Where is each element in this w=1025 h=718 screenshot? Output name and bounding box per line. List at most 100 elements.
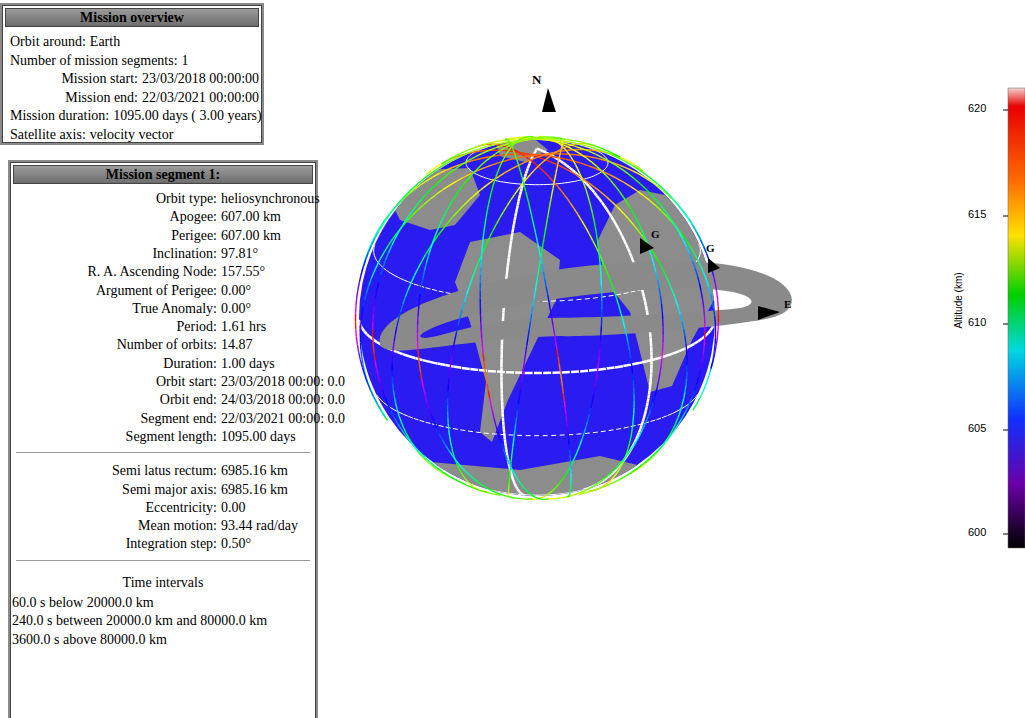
globe-stroke bbox=[586, 189, 588, 195]
globe-stroke bbox=[564, 401, 566, 408]
globe-stroke bbox=[704, 315, 706, 323]
globe-stroke bbox=[438, 364, 446, 366]
globe-stroke bbox=[630, 253, 632, 257]
globe-stroke bbox=[543, 272, 544, 280]
field-label: Satellite axis: bbox=[10, 126, 86, 143]
field-label: Duration: bbox=[163, 355, 217, 372]
globe-stroke bbox=[618, 207, 624, 213]
globe-stroke bbox=[487, 205, 488, 211]
globe-stroke bbox=[594, 187, 600, 192]
globe-stroke bbox=[475, 173, 477, 174]
globe-stroke bbox=[699, 246, 701, 249]
globe-stroke bbox=[588, 195, 590, 201]
globe-stroke bbox=[506, 267, 509, 272]
globe-stroke bbox=[631, 426, 633, 432]
globe-stroke bbox=[530, 171, 534, 175]
globe-stroke bbox=[497, 491, 500, 493]
globe-stroke bbox=[434, 235, 439, 241]
globe-stroke bbox=[589, 147, 597, 149]
globe-stroke bbox=[575, 451, 577, 456]
globe-stroke bbox=[662, 207, 667, 213]
globe-stroke bbox=[558, 157, 560, 161]
globe-stroke bbox=[552, 189, 553, 195]
globe-stroke bbox=[458, 318, 460, 326]
globe-stroke bbox=[470, 155, 471, 156]
globe-stroke bbox=[565, 182, 568, 183]
globe-stroke bbox=[502, 422, 505, 426]
globe-stroke bbox=[401, 422, 403, 428]
globe-stroke bbox=[597, 166, 602, 170]
globe-stroke bbox=[468, 482, 471, 485]
info-panel: Mission segment 1:Orbit type:heliosynchr… bbox=[8, 160, 318, 718]
globe-stroke bbox=[470, 369, 479, 370]
globe-stroke bbox=[475, 190, 481, 195]
globe-stroke bbox=[660, 264, 664, 271]
globe-stroke bbox=[598, 248, 600, 255]
globe-stroke bbox=[696, 394, 698, 397]
globe-stroke bbox=[568, 496, 570, 498]
globe-stroke bbox=[523, 487, 525, 490]
globe-stroke bbox=[485, 165, 493, 168]
globe-stroke bbox=[606, 175, 611, 180]
globe-stroke bbox=[698, 244, 700, 247]
globe-stroke bbox=[517, 404, 519, 411]
globe-stroke bbox=[511, 150, 518, 152]
globe-stroke bbox=[558, 482, 561, 485]
globe-stroke bbox=[506, 262, 509, 266]
globe-stroke bbox=[448, 430, 450, 436]
globe-stroke bbox=[494, 419, 496, 426]
globe-stroke bbox=[546, 218, 547, 225]
globe-stroke bbox=[622, 169, 628, 174]
globe-stroke bbox=[593, 432, 601, 433]
globe-stroke bbox=[586, 491, 593, 493]
globe-stroke bbox=[672, 411, 677, 413]
globe-stroke bbox=[414, 269, 418, 276]
globe-stroke bbox=[360, 321, 362, 328]
globe-stroke bbox=[554, 334, 555, 342]
globe-stroke bbox=[584, 184, 586, 189]
globe-stroke bbox=[505, 455, 507, 460]
globe-stroke bbox=[607, 163, 608, 164]
globe-stroke bbox=[446, 446, 450, 452]
globe-stroke bbox=[559, 364, 560, 372]
globe-stroke bbox=[593, 297, 601, 298]
globe-stroke bbox=[510, 493, 514, 494]
globe-stroke bbox=[656, 206, 662, 211]
globe-stroke bbox=[519, 192, 522, 195]
globe-stroke bbox=[531, 137, 536, 139]
globe-stroke bbox=[611, 180, 615, 185]
globe-stroke bbox=[689, 219, 693, 226]
globe-stroke bbox=[438, 178, 444, 183]
globe-stroke bbox=[559, 151, 561, 154]
globe-stroke bbox=[693, 404, 697, 410]
globe-stroke bbox=[588, 415, 590, 422]
globe-stroke bbox=[650, 201, 656, 206]
globe-stroke bbox=[517, 198, 520, 202]
globe-stroke bbox=[613, 467, 617, 471]
globe-stroke bbox=[401, 305, 403, 312]
globe-stroke bbox=[540, 184, 544, 185]
globe-stroke bbox=[355, 298, 357, 306]
globe-stroke bbox=[399, 225, 403, 232]
globe-stroke bbox=[543, 435, 552, 436]
field-value: 1095.00 days bbox=[221, 428, 296, 445]
globe-stroke bbox=[511, 448, 513, 453]
globe-stroke bbox=[359, 275, 361, 283]
globe-stroke bbox=[568, 299, 576, 301]
globe-stroke bbox=[459, 205, 464, 211]
globe-stroke bbox=[417, 199, 422, 205]
globe-stroke bbox=[398, 424, 402, 430]
globe-stroke bbox=[432, 289, 439, 291]
globe-stroke bbox=[580, 440, 582, 446]
globe-stroke bbox=[710, 328, 712, 331]
field-value: 23/03/2018 00:00:00 bbox=[142, 70, 259, 87]
globe-stroke bbox=[717, 291, 718, 299]
north-arrow bbox=[542, 88, 556, 112]
globe-stroke bbox=[576, 175, 582, 179]
globe-stroke bbox=[551, 194, 552, 200]
globe-stroke bbox=[419, 294, 420, 302]
globe-stroke bbox=[514, 473, 516, 477]
globe-stroke bbox=[403, 354, 409, 356]
globe-stroke bbox=[510, 143, 511, 145]
field-label: Eccentricity: bbox=[145, 499, 217, 516]
